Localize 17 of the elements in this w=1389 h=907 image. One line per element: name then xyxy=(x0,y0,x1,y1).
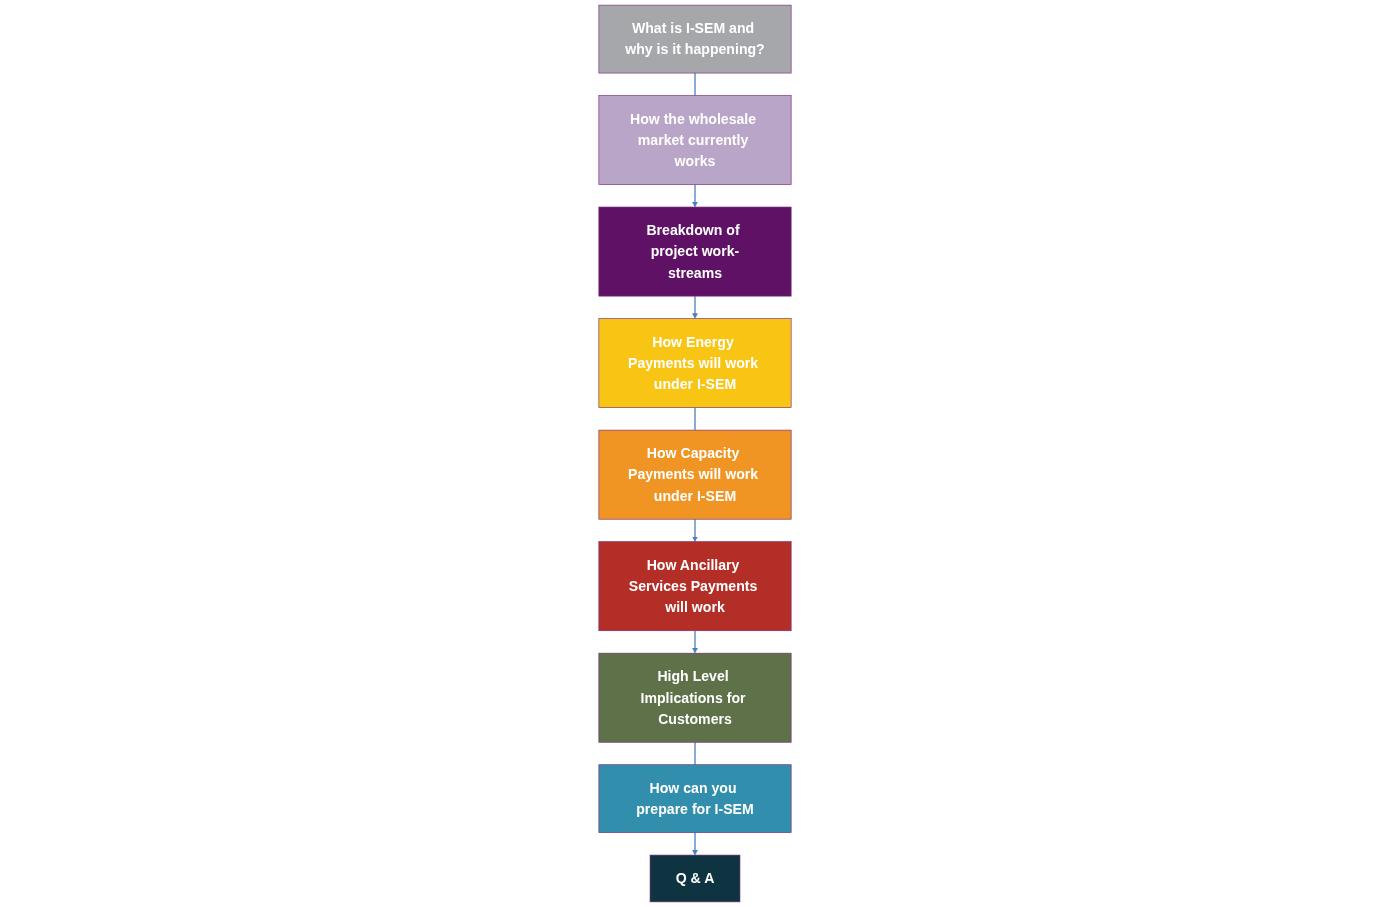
connector xyxy=(693,72,696,97)
connector xyxy=(693,407,696,431)
node-box: How can you prepare for I-SEM xyxy=(598,764,791,833)
arrow xyxy=(691,183,698,208)
arrow xyxy=(691,630,698,654)
node-box: How the wholesale market currently works xyxy=(598,95,791,185)
connector xyxy=(693,741,696,766)
node-box: How Capacity Payments will work under I-SEM xyxy=(598,429,791,520)
node-box: What is I-SEM and why is it happening? xyxy=(598,4,791,74)
arrow xyxy=(691,832,698,856)
arrow xyxy=(691,518,698,542)
node-box: High Level Implications for Customers xyxy=(598,652,791,743)
node-box: Q & A xyxy=(649,854,740,903)
arrow xyxy=(691,295,698,319)
node-box: How Ancillary Services Payments will work xyxy=(598,541,791,632)
node-box: How Energy Payments will work under I-SEM xyxy=(598,318,791,408)
node-box: Breakdown of project work-streams xyxy=(598,206,791,297)
